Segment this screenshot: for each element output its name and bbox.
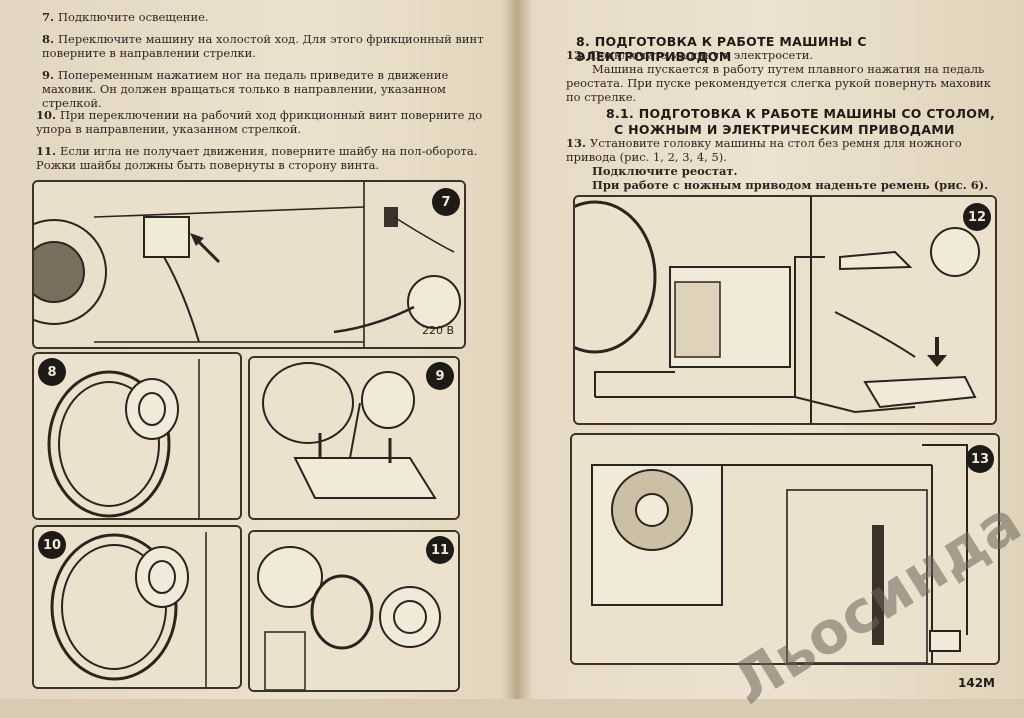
- step-10: 10.При переключении на рабочий ход фрикц…: [36, 108, 483, 136]
- figure-8: 8: [32, 352, 242, 520]
- figure-13-drawing: [572, 435, 998, 663]
- section-8-1-title-line1: 8.1. ПОДГОТОВКА К РАБОТЕ МАШИНЫ СО СТОЛО…: [606, 106, 996, 121]
- figure-10: 10: [32, 525, 242, 689]
- step-13: 13.Установите головку машины на стол без…: [566, 136, 989, 192]
- step-11: 11.Если игла не получает движения, повер…: [36, 144, 478, 172]
- figure-9-badge: 9: [426, 362, 454, 390]
- figure-7-drawing: 220 В: [34, 182, 464, 347]
- figure-7: 220 В 7: [32, 180, 466, 349]
- figure-12: 12: [573, 195, 997, 425]
- step-12: 12.Подключите машину к электросети. Маши…: [566, 48, 991, 104]
- step-8: 8.Переключите машину на холостой ход. Дл…: [42, 32, 484, 60]
- figure-9: 9: [248, 356, 460, 520]
- section-8-title: 8. ПОДГОТОВКА К РАБОТЕ МАШИНЫ С ЭЛЕКТРОП…: [576, 34, 867, 64]
- figure-11-badge: 11: [426, 536, 454, 564]
- figure-12-drawing: [575, 197, 995, 423]
- figure-13-badge: 13: [966, 445, 994, 473]
- figure-8-drawing: [34, 354, 240, 518]
- right-page: 8. ПОДГОТОВКА К РАБОТЕ МАШИНЫ С ЭЛЕКТРОП…: [516, 0, 1024, 699]
- voltage-label: 220 В: [422, 324, 454, 337]
- step-9: 9.Попеременным нажатием ног на педаль пр…: [42, 68, 449, 110]
- section-8-1-title-line2: С НОЖНЫМ И ЭЛЕКТРИЧЕСКИМ ПРИВОДАМИ: [614, 122, 955, 137]
- figure-13: 13: [570, 433, 1000, 665]
- figure-12-badge: 12: [963, 203, 991, 231]
- figure-9-drawing: [250, 358, 458, 518]
- figure-8-badge: 8: [38, 358, 66, 386]
- figure-7-badge: 7: [432, 188, 460, 216]
- figure-11: 11: [248, 530, 460, 692]
- step-7: 7.Подключите освещение.: [42, 10, 209, 24]
- figure-10-drawing: [34, 527, 240, 687]
- page-number: 142М: [958, 676, 995, 690]
- figure-11-drawing: [250, 532, 458, 690]
- figure-10-badge: 10: [38, 531, 66, 559]
- left-page: 7.Подключите освещение. 8.Переключите ма…: [0, 0, 512, 699]
